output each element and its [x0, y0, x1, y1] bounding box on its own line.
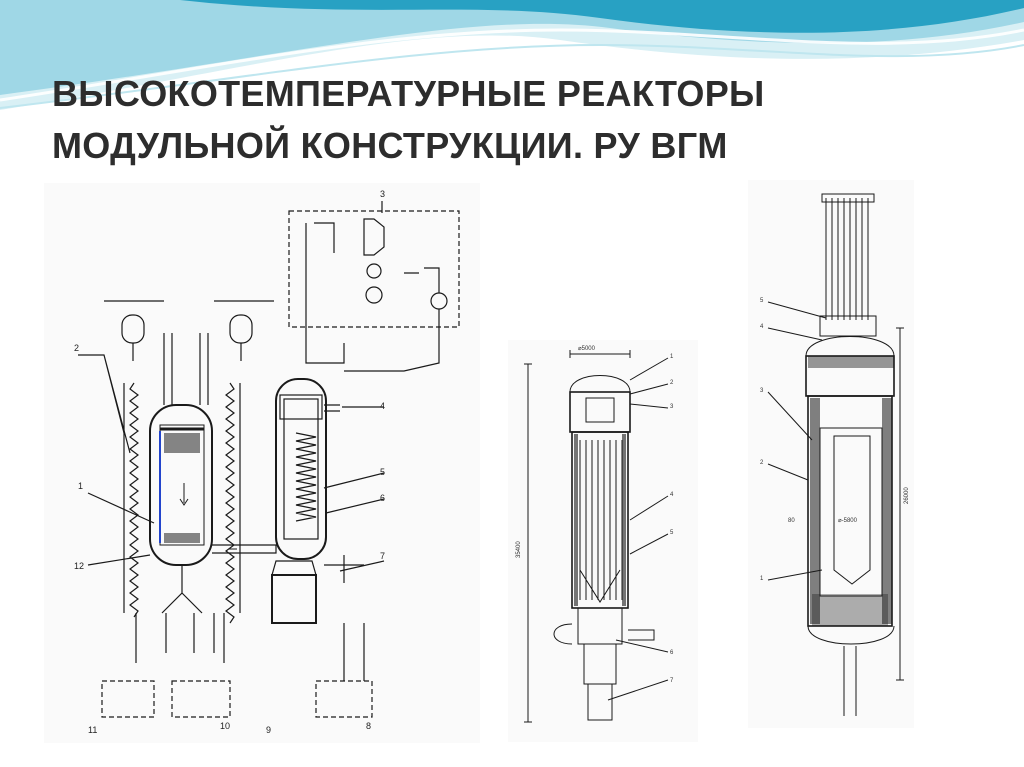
scheme-label-12: 12	[74, 561, 84, 571]
scheme-label-10: 10	[220, 721, 230, 731]
scheme-label-1: 1	[78, 481, 83, 491]
slide-title: ВЫСОКОТЕМПЕРАТУРНЫЕ РЕАКТОРЫ МОДУЛЬНОЙ К…	[52, 68, 952, 172]
scheme-label-5: 5	[380, 467, 385, 477]
vessel-a-label-2: 2	[670, 380, 674, 386]
vessel-a-panel: ⌀5000 35400 1 2 3 4 5 6 7	[508, 340, 698, 742]
vessel-b-height: 26000	[904, 487, 910, 504]
vessel-a-label-4: 4	[670, 492, 674, 498]
vessel-b-mark-center: ⌀-5800	[838, 518, 858, 524]
scheme-label-2: 2	[74, 343, 79, 353]
vessel-b-label-2: 2	[760, 460, 764, 466]
reactor-scheme-diagram: 2 3 1 12 4 5 6 7 8 9 10 11	[74, 189, 460, 735]
scheme-panel: 2 3 1 12 4 5 6 7 8 9 10 11	[44, 183, 480, 743]
scheme-label-11: 11	[88, 725, 97, 735]
vessel-b-panel: 5 4 3 2 1 80 ⌀-5800 26000	[748, 180, 914, 728]
vessel-b-label-1: 1	[760, 576, 764, 582]
vessel-b-label-3: 3	[760, 388, 764, 394]
vessel-a-height: 35400	[516, 541, 522, 558]
vessel-b-label-5: 5	[760, 298, 764, 304]
scheme-label-4: 4	[380, 401, 385, 411]
title-line-2: МОДУЛЬНОЙ КОНСТРУКЦИИ. РУ ВГМ	[52, 125, 728, 166]
scheme-label-6: 6	[380, 493, 385, 503]
vessel-a-label-5: 5	[670, 530, 674, 536]
scheme-label-9: 9	[266, 725, 271, 735]
vessel-a-drawing: ⌀5000 35400 1 2 3 4 5 6 7	[516, 346, 674, 723]
scheme-label-3: 3	[380, 189, 385, 199]
vessel-b-mark-left: 80	[788, 518, 795, 524]
vessel-b-drawing: 5 4 3 2 1 80 ⌀-5800 26000	[760, 193, 910, 716]
scheme-label-7: 7	[380, 551, 385, 561]
header-wave-decoration	[0, 0, 1024, 110]
vessel-a-label-7: 7	[670, 678, 674, 684]
scheme-label-8: 8	[366, 721, 371, 731]
vessel-a-label-3: 3	[670, 404, 674, 410]
title-line-1: ВЫСОКОТЕМПЕРАТУРНЫЕ РЕАКТОРЫ	[52, 73, 765, 114]
vessel-a-label-1: 1	[670, 354, 674, 360]
vessel-a-label-6: 6	[670, 650, 674, 656]
vessel-b-label-4: 4	[760, 324, 764, 330]
vessel-a-diameter: ⌀5000	[578, 346, 596, 352]
